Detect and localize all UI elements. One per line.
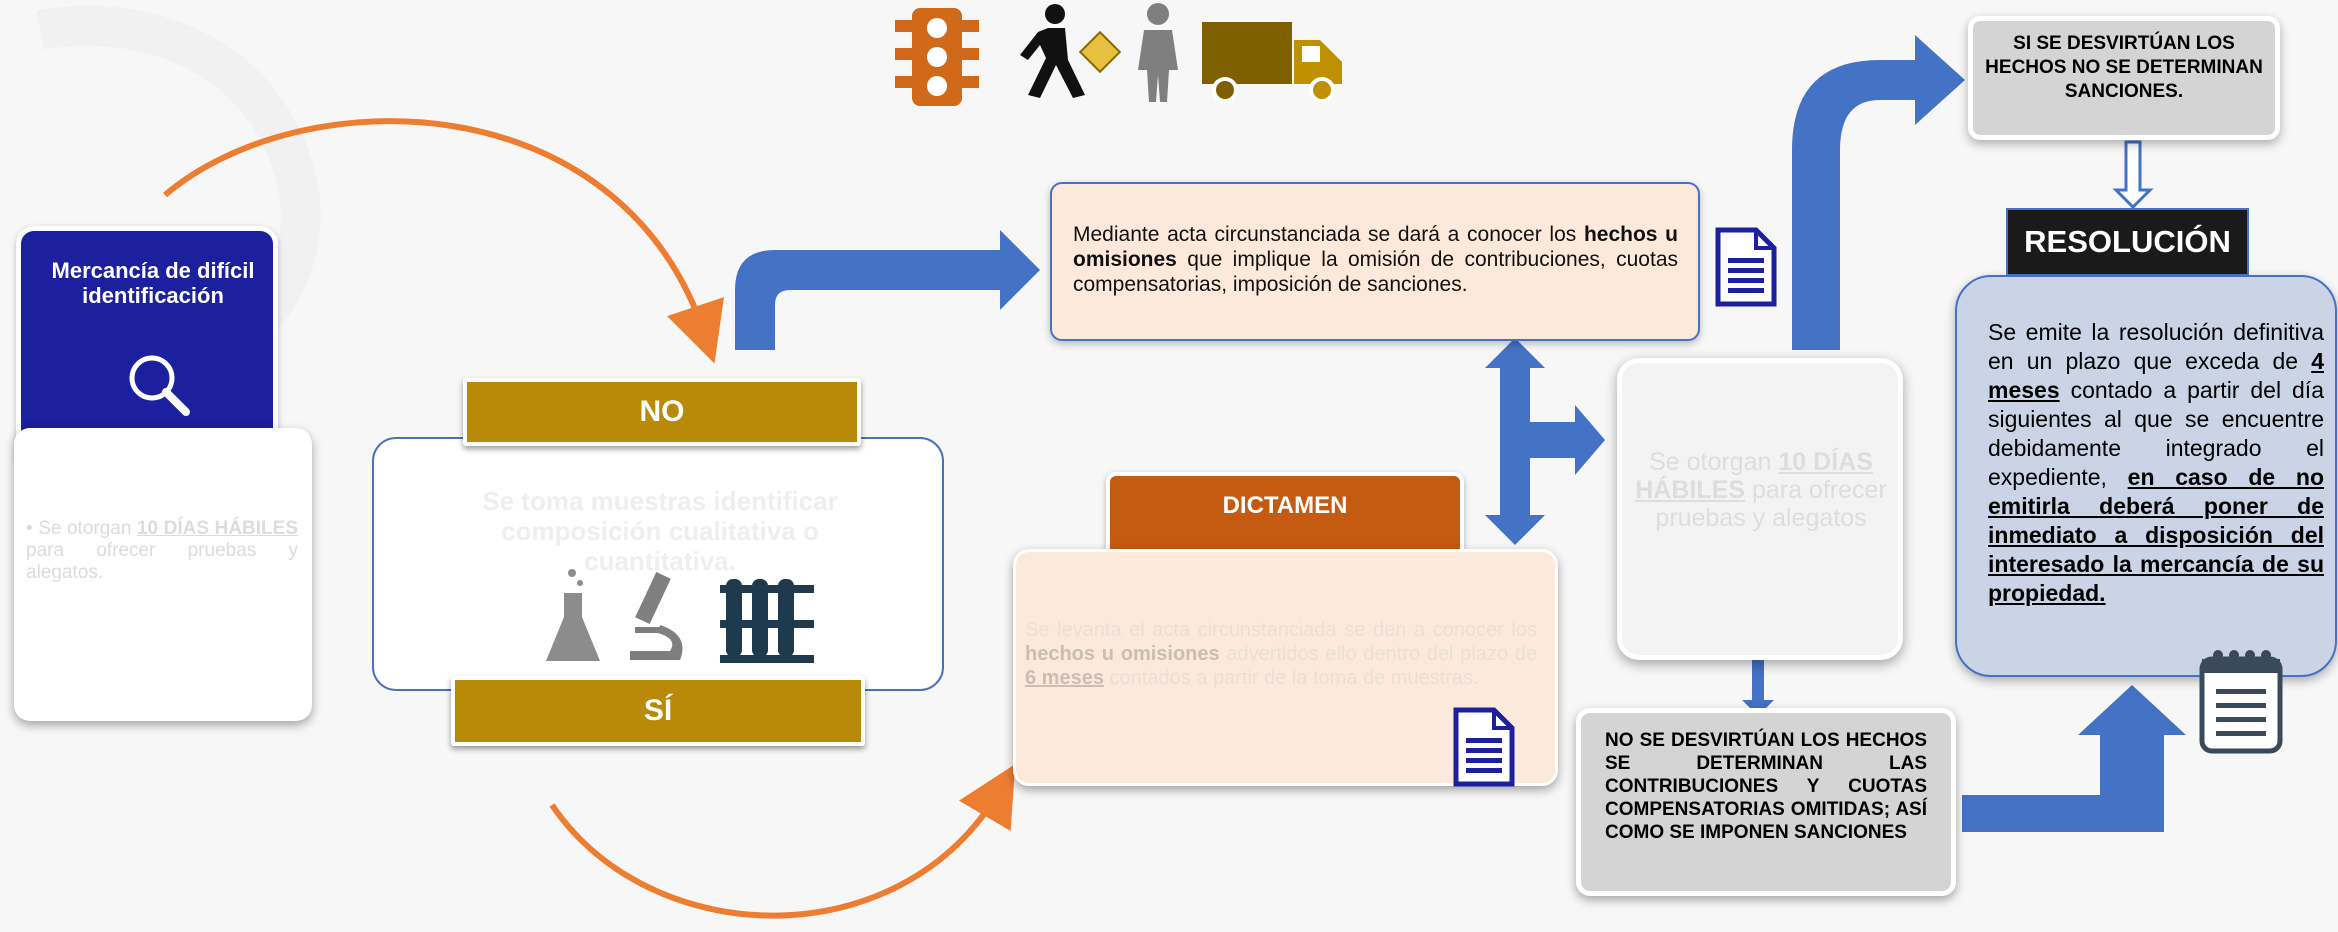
sanctions-box <box>1576 708 1956 896</box>
lab-icons <box>546 569 814 663</box>
blue-double-arrow <box>1485 338 1605 545</box>
top-notice-box <box>1050 182 1700 341</box>
pedestrian-with-document-icon <box>1020 4 1122 98</box>
proof-period-box <box>1617 358 1903 660</box>
resolution-title: RESOLUCIÓN <box>2006 208 2249 276</box>
sanctions-text: NO SE DESVIRTÚAN LOS HECHOS SE DETERMINA… <box>1605 730 1927 843</box>
orange-arc-top <box>163 118 724 364</box>
no-label: NO <box>463 378 861 446</box>
no-sanctions-box <box>1968 16 2280 140</box>
dictamen-title: DICTAMEN <box>1106 472 1464 556</box>
blue-arrow-to-top-right <box>1792 35 1965 350</box>
si-label: SÍ <box>451 676 865 746</box>
standing-person-icon <box>1138 3 1178 102</box>
left-card-header <box>16 226 278 461</box>
traffic-light-icon <box>895 8 979 106</box>
truck-icon <box>1202 22 1342 103</box>
resolution-box <box>1955 275 2337 677</box>
blue-arrow-to-top-box <box>735 230 1040 350</box>
no-sanctions-text: SI SE DESVIRTÚAN LOS HECHOS NO SE DETERM… <box>1985 33 2263 102</box>
document-icon <box>1715 227 1777 307</box>
left-card-title: Mercancía de difícil identificación <box>51 258 255 308</box>
document-icon <box>1453 707 1515 787</box>
proof-period-text: Se otorgan 10 DÍAS HÁBILES para ofrecer … <box>1635 448 1887 532</box>
top-icons <box>895 3 1342 106</box>
top-notice-text: Mediante acta circunstanciada se dará a … <box>1073 223 1679 296</box>
blue-arrow-down-small <box>1742 650 1774 716</box>
resolution-text: Se emite la resolución definitiva en un … <box>1988 319 2325 606</box>
left-card-text: • Se otorgan 10 DÍAS HÁBILES para ofrece… <box>26 518 298 583</box>
test-tubes-icon <box>720 579 814 663</box>
notepad-icon <box>2199 650 2283 754</box>
magnifier-icon <box>129 355 190 416</box>
blue-arrow-to-resolution <box>1962 685 2186 832</box>
sample-text: Se toma muestras identificar composición… <box>482 486 838 576</box>
microscope-icon <box>630 571 683 660</box>
left-card-body <box>14 428 312 721</box>
orange-arc-bottom <box>549 764 1016 919</box>
hollow-arrow-down <box>2112 140 2154 210</box>
flask-icon <box>546 569 600 661</box>
dictamen-text: Se levanta el acta circunstanciada se de… <box>1025 619 1538 689</box>
